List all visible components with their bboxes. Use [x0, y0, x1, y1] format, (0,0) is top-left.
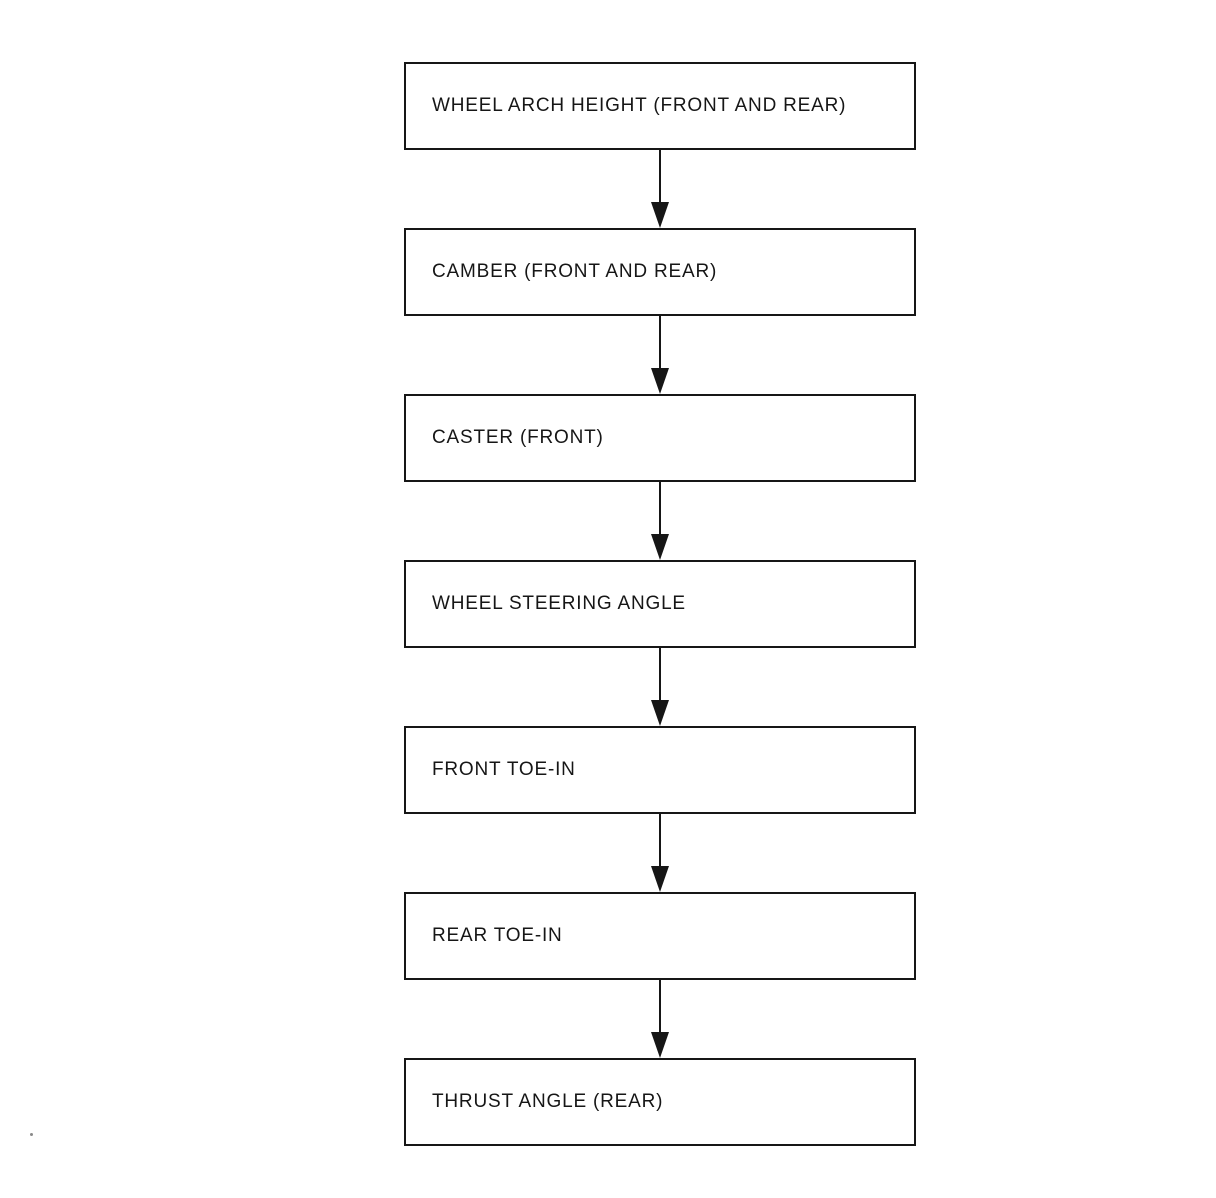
flow-node-wheel-steering-angle: WHEEL STEERING ANGLE — [404, 560, 916, 648]
arrow-shaft — [659, 648, 661, 701]
flow-node-thrust-angle: THRUST ANGLE (REAR) — [404, 1058, 916, 1146]
flow-node-rear-toe-in: REAR TOE-IN — [404, 892, 916, 980]
flow-node-label: FRONT TOE-IN — [432, 759, 576, 780]
flow-node-front-toe-in: FRONT TOE-IN — [404, 726, 916, 814]
flow-node-caster: CASTER (FRONT) — [404, 394, 916, 482]
arrow-shaft — [659, 814, 661, 867]
arrow-head — [651, 202, 669, 228]
arrow-head — [651, 1032, 669, 1058]
arrow-head — [651, 368, 669, 394]
flow-node-label: WHEEL STEERING ANGLE — [432, 593, 686, 614]
flow-node-label: CASTER (FRONT) — [432, 427, 604, 448]
down-arrow-icon — [404, 648, 916, 726]
flow-node-label: REAR TOE-IN — [432, 925, 563, 946]
arrow-shaft — [659, 482, 661, 535]
flow-node-label: CAMBER (FRONT AND REAR) — [432, 261, 718, 282]
down-arrow-icon — [404, 482, 916, 560]
arrow-shaft — [659, 980, 661, 1033]
flow-node-wheel-arch-height: WHEEL ARCH HEIGHT (FRONT AND REAR) — [404, 62, 916, 150]
flow-node-camber: CAMBER (FRONT AND REAR) — [404, 228, 916, 316]
flowchart-wheel-alignment-sequence: WHEEL ARCH HEIGHT (FRONT AND REAR) CAMBE… — [404, 62, 916, 1146]
flow-node-label: WHEEL ARCH HEIGHT (FRONT AND REAR) — [432, 95, 847, 116]
down-arrow-icon — [404, 814, 916, 892]
arrow-head — [651, 534, 669, 560]
flow-node-label: THRUST ANGLE (REAR) — [432, 1091, 664, 1112]
arrow-shaft — [659, 150, 661, 203]
arrow-head — [651, 866, 669, 892]
arrow-head — [651, 700, 669, 726]
scan-artifact-dot — [30, 1133, 33, 1136]
down-arrow-icon — [404, 980, 916, 1058]
down-arrow-icon — [404, 316, 916, 394]
down-arrow-icon — [404, 150, 916, 228]
arrow-shaft — [659, 316, 661, 369]
